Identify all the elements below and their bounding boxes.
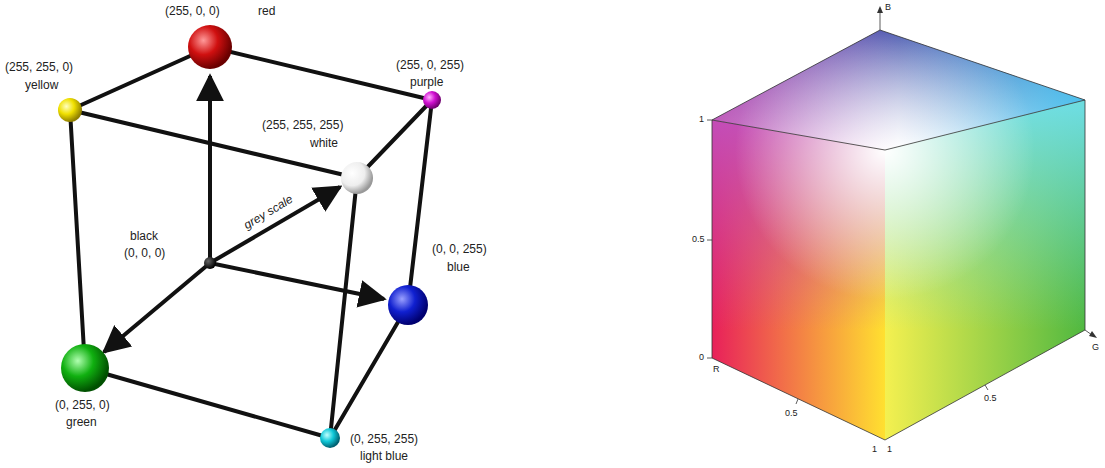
color-name: white [310,136,338,150]
coordinate-label: (255, 255, 0) [5,60,73,74]
color-name: black [130,229,158,243]
coordinate-label: (255, 0, 0) [165,4,220,18]
coordinate-label: light blue [360,449,408,463]
axis-label: 0.5 [984,393,997,404]
coordinate-label: blue [447,260,470,274]
axis-label: 1 [887,444,892,455]
color-name: purple [410,75,443,89]
axis-label: 0 [699,352,704,363]
axis-label: 0.5 [785,408,798,419]
coordinate-label: (0, 0, 0) [124,246,165,260]
axis-label: B [885,2,891,13]
axis-label: G [1092,342,1099,353]
axis-caption: grey scale [241,192,295,233]
axis-label: R [713,364,720,375]
coordinate-label: (255, 0, 255) [396,58,464,72]
coordinate-label: green [66,415,97,429]
color-name: yellow [25,78,58,92]
color-name: red [258,4,275,18]
color-name: (0, 255, 0) [55,398,110,412]
color-name: (0, 255, 255) [350,432,418,446]
color-name: (0, 0, 255) [432,242,487,256]
axis-label: 0.5 [692,234,705,245]
axis-label: 1 [872,444,877,455]
coordinate-label: (255, 255, 255) [262,118,343,132]
axis-label: 1 [699,114,704,125]
